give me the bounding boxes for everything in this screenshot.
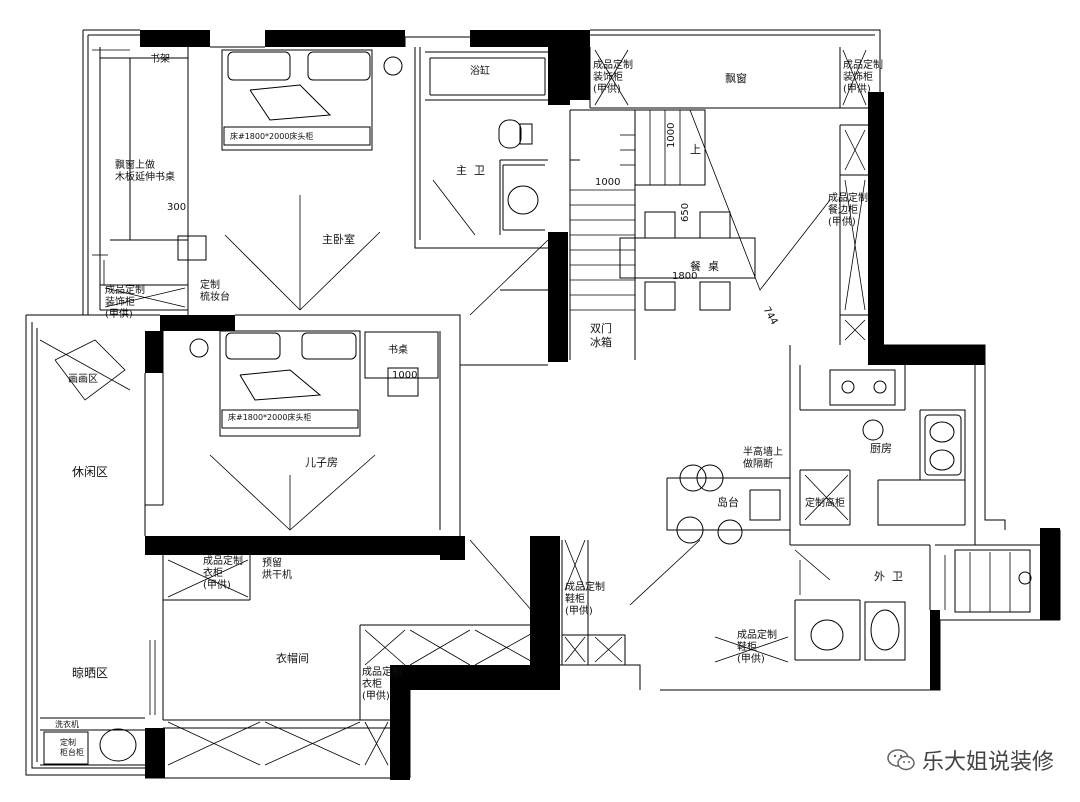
room-diagonals xyxy=(209,109,831,621)
label-stair-cabinet-left: 成品定制 装饰柜 (甲供) xyxy=(593,60,633,95)
fixtures xyxy=(43,56,1032,765)
label-bookshelf: 书架 xyxy=(150,54,170,65)
label-bay-window: 飘窗 xyxy=(725,72,747,85)
interior-walls xyxy=(40,37,966,766)
watermark: 乐大姐说装修 xyxy=(886,744,1054,776)
label-island: 岛台 xyxy=(717,496,739,509)
label-dryer: 预留 烘干机 xyxy=(262,558,292,581)
label-dim-650: 650 xyxy=(680,202,691,222)
label-dim-300: 300 xyxy=(167,202,187,213)
label-kitchen: 厨房 xyxy=(870,442,892,455)
label-drying: 晾晒区 xyxy=(72,666,109,680)
dining-set xyxy=(619,211,756,311)
label-desk: 书桌 xyxy=(388,345,408,356)
label-painting-area: 画画区 xyxy=(68,374,98,385)
watermark-text: 乐大姐说装修 xyxy=(921,750,1054,775)
label-guest-bath: 外 卫 xyxy=(874,570,903,583)
stair-treads xyxy=(570,110,681,311)
label-tall-cabinet: 定制高柜 xyxy=(805,498,845,509)
label-master-bath: 主 卫 xyxy=(456,164,485,177)
label-bathtub: 浴缸 xyxy=(470,66,490,77)
label-shoe-cabinet-1: 成品定制 鞋柜 (甲供) xyxy=(565,582,605,617)
label-custom-cabinet: 定制 柜台柜 xyxy=(60,738,84,757)
label-dim-1000-desk: 1000 xyxy=(392,370,418,381)
label-wardrobe-1: 成品定制 衣柜 (甲供) xyxy=(203,556,243,591)
label-washer: 洗衣机 xyxy=(55,720,79,729)
label-leisure: 休闲区 xyxy=(72,465,109,479)
label-dim-1000: 1000 xyxy=(595,177,621,188)
label-up: 上 xyxy=(690,143,701,156)
label-dining-table: 餐 桌 xyxy=(690,260,719,273)
label-kids-room: 儿子房 xyxy=(305,456,338,469)
shelf-hatch xyxy=(39,49,1011,715)
label-sideboard: 成品定制 餐边柜 (甲供) xyxy=(828,193,868,228)
label-shoe-cabinet-2: 成品定制 鞋柜 (甲供) xyxy=(737,630,777,665)
label-dim-1000-up: 1000 xyxy=(666,122,677,148)
wechat-icon xyxy=(887,749,915,771)
label-kid-bed-size: 床#1800*2000床头柜 xyxy=(228,413,312,422)
kid-bed xyxy=(219,330,361,437)
master-bed xyxy=(221,49,373,151)
cabinet-crosses xyxy=(104,49,867,766)
label-half-wall: 半高墙上 做隔断 xyxy=(743,447,783,470)
label-cloakroom: 衣帽间 xyxy=(276,652,309,665)
label-dim-1800: 1800 xyxy=(672,271,698,282)
label-master-bedroom: 主卧室 xyxy=(322,233,355,246)
label-fridge: 双门 冰箱 xyxy=(590,322,612,349)
label-stair-cabinet-right: 成品定制 装饰柜 (甲供) xyxy=(843,60,883,95)
solid-walls xyxy=(140,30,1060,780)
label-bay-cabinet: 成品定制 装饰柜 (甲供) xyxy=(105,285,145,320)
label-wardrobe-2: 成品定制 衣柜 (甲供) xyxy=(362,667,402,702)
label-master-bed-size: 床#1800*2000床头柜 xyxy=(230,132,314,141)
label-vanity: 定制 梳妆台 xyxy=(200,280,230,303)
label-bay-desk: 飘窗上做 木板延伸书桌 xyxy=(115,160,175,183)
